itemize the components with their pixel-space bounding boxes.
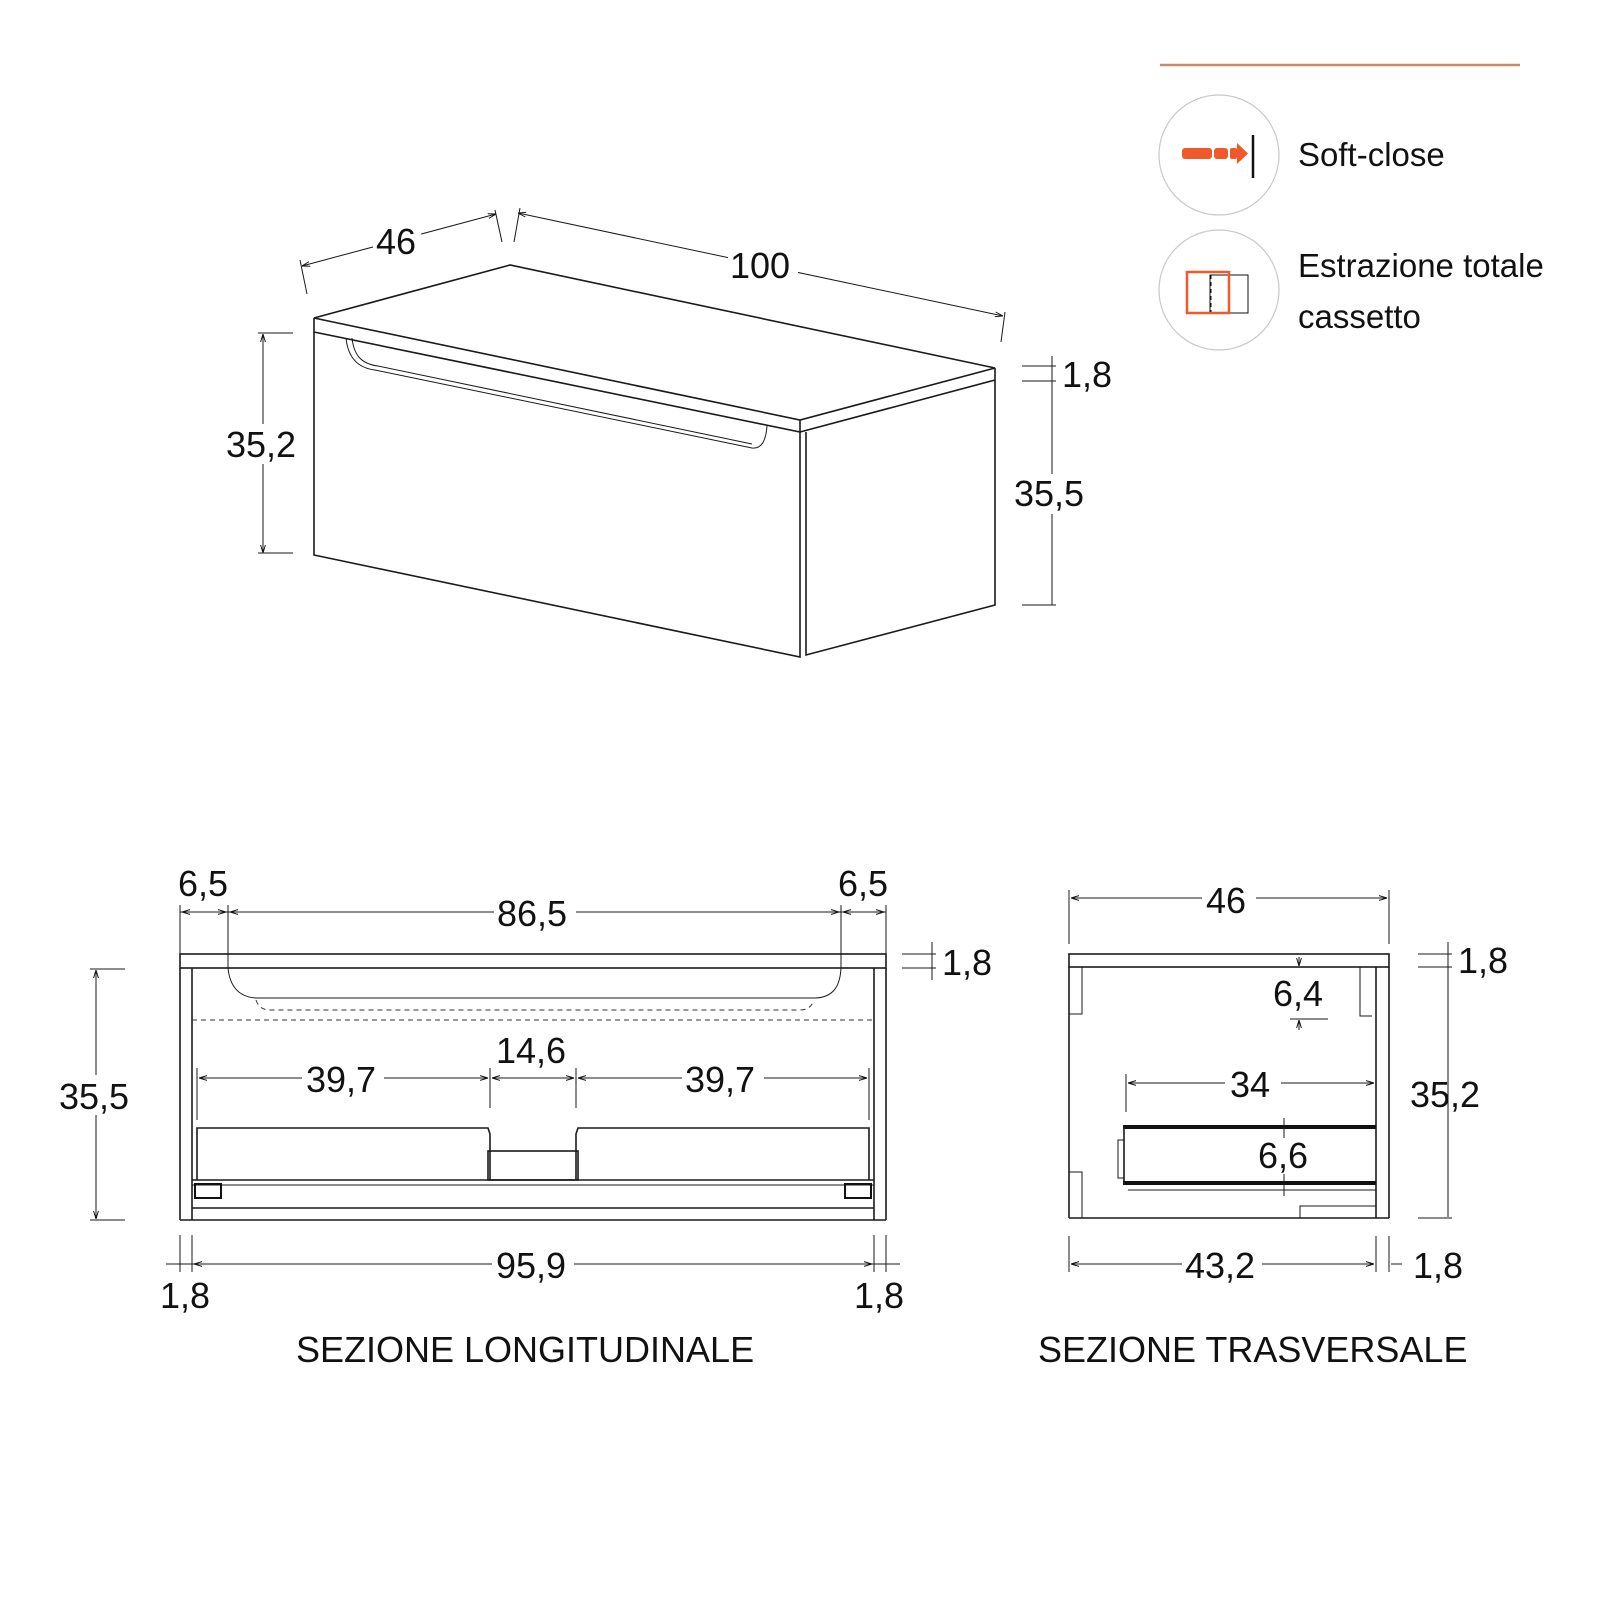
long-height-label: 35,5 xyxy=(59,1076,129,1117)
transverse-section-title: SEZIONE TRASVERSALE xyxy=(1038,1329,1467,1370)
trans-back-thickness-label: 1,8 xyxy=(1413,1245,1463,1286)
longitudinal-section-title: SEZIONE LONGITUDINALE xyxy=(296,1329,754,1370)
trans-top-thickness-label: 1,8 xyxy=(1458,940,1508,981)
legend-extraction-label-line1: Estrazione totale xyxy=(1298,247,1544,284)
longitudinal-section xyxy=(90,905,936,1272)
legend-extraction-label-line2: cassetto xyxy=(1298,298,1421,335)
iso-front-height-label: 35,2 xyxy=(226,424,296,465)
trans-height-label: 35,2 xyxy=(1410,1074,1480,1115)
trans-inner-depth-label: 43,2 xyxy=(1185,1245,1255,1286)
long-side-left-label: 1,8 xyxy=(160,1275,210,1316)
long-handle-left-label: 6,5 xyxy=(178,863,228,904)
trans-depth-label: 46 xyxy=(1206,880,1246,921)
legend-soft-close-label: Soft-close xyxy=(1298,136,1445,173)
long-drawer-right-label: 39,7 xyxy=(685,1059,755,1100)
trans-handle-depth-label: 6,4 xyxy=(1273,973,1323,1014)
trans-drawer-height-label: 6,6 xyxy=(1258,1135,1308,1176)
iso-side-height-label: 35,5 xyxy=(1014,473,1084,514)
long-handle-right-label: 6,5 xyxy=(838,863,888,904)
long-top-thickness-label: 1,8 xyxy=(942,942,992,983)
full-extraction-icon xyxy=(1158,229,1280,351)
long-inner-width-label: 95,9 xyxy=(496,1245,566,1286)
trans-drawer-depth-label: 34 xyxy=(1230,1064,1270,1105)
long-gap-label: 14,6 xyxy=(496,1030,566,1071)
soft-close-icon xyxy=(1158,94,1280,216)
long-drawer-left-label: 39,7 xyxy=(306,1059,376,1100)
iso-depth-label: 46 xyxy=(376,221,416,262)
long-side-right-label: 1,8 xyxy=(854,1275,904,1316)
iso-top-thickness-label: 1,8 xyxy=(1062,354,1112,395)
iso-width-label: 100 xyxy=(730,245,790,286)
isometric-view xyxy=(258,207,1056,658)
long-handle-length-label: 86,5 xyxy=(497,893,567,934)
